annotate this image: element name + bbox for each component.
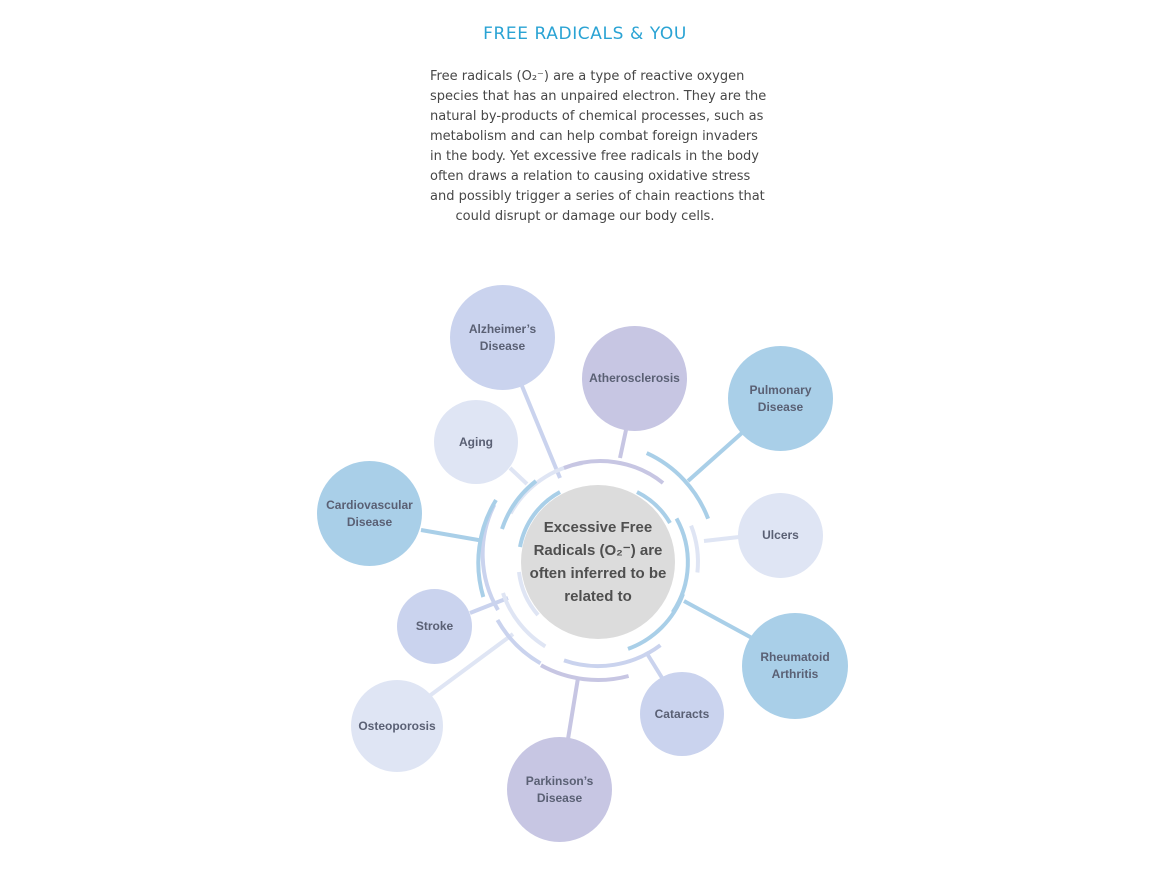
ring-arc	[501, 592, 547, 649]
node-label-line: Cataracts	[654, 706, 710, 721]
node-stroke: Stroke	[397, 589, 472, 664]
center-line: Excessive Free	[543, 519, 653, 536]
node-label-line: Aging	[459, 434, 493, 449]
node-label: Aging	[459, 434, 493, 451]
node-label-line: Disease	[479, 338, 526, 353]
intro-line: could disrupt or damage our body cells.	[455, 209, 715, 224]
node-ulcers: Ulcers	[738, 493, 823, 578]
intro-line: Free radicals (O₂⁻) are a type of reacti…	[430, 69, 745, 84]
ring-arc	[645, 451, 710, 520]
connector-rheumatoid	[683, 599, 753, 640]
intro-line: metabolism and can help combat foreign i…	[430, 129, 758, 144]
connector-pulmonary	[686, 430, 745, 483]
ring-arc	[495, 619, 542, 666]
node-label-line: Alzheimer’s	[468, 321, 537, 336]
intro-line: often draws a relation to causing oxidat…	[430, 169, 751, 184]
intro-line: and possibly trigger a series of chain r…	[430, 189, 765, 204]
center-line: often inferred to be	[529, 565, 667, 582]
node-label: Ulcers	[762, 527, 799, 544]
node-label-line: Cardiovascular	[326, 497, 413, 512]
node-aging: Aging	[434, 400, 518, 484]
ring-arc	[636, 490, 672, 525]
ring-arc	[563, 459, 665, 485]
node-label-line: Disease	[536, 790, 583, 805]
connector-osteoporosis	[426, 632, 515, 699]
center-node: Excessive Free Radicals (O₂⁻) are often …	[521, 485, 675, 639]
node-label-line: Rheumatoid	[760, 650, 830, 664]
ring-arc	[500, 479, 538, 530]
intro-line: species that has an unpaired electron. T…	[430, 89, 767, 104]
node-label: Atherosclerosis	[589, 370, 680, 387]
node-label-line: Ulcers	[762, 528, 799, 542]
connector-parkinsons	[566, 677, 580, 740]
ring-arc	[518, 490, 561, 548]
node-label-line: Disease	[757, 399, 804, 414]
node-label: Osteoporosis	[358, 718, 435, 735]
node-osteoporosis: Osteoporosis	[351, 680, 443, 772]
node-label-line: Arthritis	[771, 667, 819, 681]
ring-arc	[689, 524, 700, 573]
ring-arc	[627, 593, 685, 651]
node-label: Cataracts	[655, 706, 710, 723]
connector-alzheimers	[520, 385, 562, 479]
ring-arc	[476, 498, 498, 598]
ring-arc	[517, 571, 540, 617]
node-label-line: Pulmonary	[749, 382, 812, 397]
intro-paragraph: Free radicals (O₂⁻) are a type of reacti…	[430, 67, 767, 227]
connector-atherosclerosis	[618, 429, 628, 459]
node-label-line: Stroke	[415, 619, 454, 633]
connector-stroke	[469, 596, 509, 615]
node-label-line: Parkinson’s	[525, 773, 594, 788]
connector-aging	[508, 466, 529, 486]
center-line: Radicals (O₂⁻) are	[533, 542, 663, 559]
intro-line: in the body. Yet excessive free radicals…	[430, 149, 759, 164]
node-label-line: Disease	[346, 514, 393, 529]
connector-cardiovascular	[420, 528, 485, 543]
intro-line: natural by-products of chemical processe…	[430, 109, 764, 124]
center-line: related to	[564, 588, 632, 605]
node-label-line: Atherosclerosis	[589, 371, 680, 385]
node-atherosclerosis: Atherosclerosis	[582, 326, 687, 431]
node-label-line: Osteoporosis	[358, 718, 436, 733]
node-cataracts: Cataracts	[640, 672, 724, 756]
ring-arc	[563, 643, 662, 669]
ring-arc	[540, 663, 630, 682]
connector-ulcers	[703, 535, 740, 543]
page-title: FREE RADICALS & YOU	[483, 24, 687, 44]
node-label: Stroke	[416, 618, 453, 635]
